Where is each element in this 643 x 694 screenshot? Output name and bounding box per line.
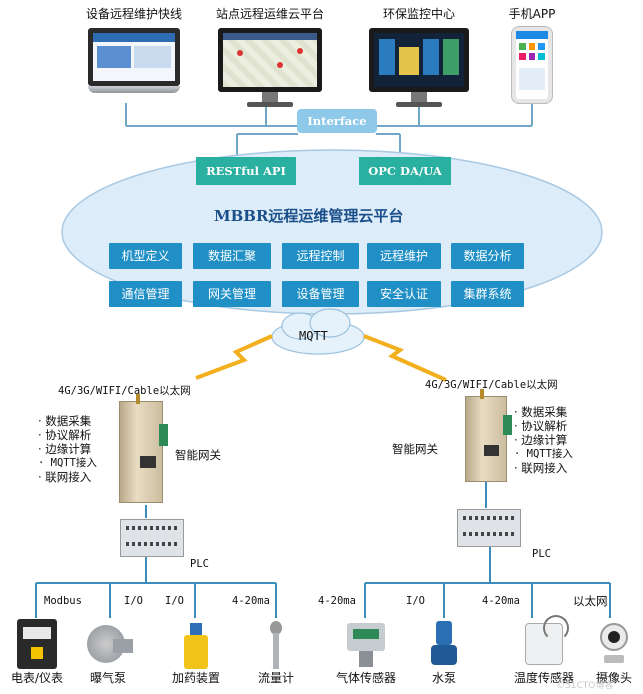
device-label: 水泵 bbox=[431, 671, 456, 685]
restful-api-box: RESTful API bbox=[196, 157, 296, 185]
dosing-device: 加药装置 bbox=[165, 619, 227, 686]
phone-icon bbox=[512, 27, 552, 103]
monitor-scada-icon bbox=[369, 28, 469, 92]
left-gateway-features: · 数据采集 · 协议解析 · 边缘计算 · MQTT接入 · 联网接入 bbox=[38, 414, 97, 484]
right-plc-icon bbox=[457, 509, 521, 547]
meter-device: 电表/仪表 bbox=[4, 619, 70, 686]
blower-device: 曝气泵 bbox=[78, 619, 138, 686]
module-security-auth: 安全认证 bbox=[367, 281, 441, 307]
camera-icon bbox=[594, 619, 634, 669]
left-protocol-io-1: I/O bbox=[124, 595, 143, 607]
device-label: 气体传感器 bbox=[335, 671, 396, 685]
module-gateway-management: 网关管理 bbox=[193, 281, 271, 307]
temp-sensor-icon bbox=[521, 615, 569, 669]
left-network-label: 4G/3G/WIFI/Cable以太网 bbox=[58, 385, 191, 397]
mqtt-label: MQTT bbox=[299, 329, 328, 343]
right-protocol-4-20ma-2: 4-20ma bbox=[482, 595, 520, 607]
right-gateway-label: 智能网关 bbox=[392, 442, 438, 456]
blower-icon bbox=[83, 619, 133, 669]
module-device-management: 设备管理 bbox=[282, 281, 359, 307]
right-protocol-4-20ma-1: 4-20ma bbox=[318, 595, 356, 607]
module-model-definition: 机型定义 bbox=[109, 243, 182, 269]
laptop-icon bbox=[88, 28, 180, 86]
client-label: 站点远程运维云平台 bbox=[215, 7, 324, 21]
device-label: 加药装置 bbox=[171, 671, 220, 685]
watermark: ©51CTO博客 bbox=[556, 681, 614, 691]
device-label: 电表/仪表 bbox=[10, 671, 64, 685]
module-data-analysis: 数据分析 bbox=[451, 243, 524, 269]
interface-box: Interface bbox=[297, 109, 377, 133]
right-plc-label: PLC bbox=[532, 548, 551, 560]
right-gateway-features: · 数据采集 · 协议解析 · 边缘计算 · MQTT接入 · 联网接入 bbox=[514, 405, 573, 475]
module-cluster-system: 集群系统 bbox=[451, 281, 524, 307]
left-protocol-modbus: Modbus bbox=[44, 595, 82, 607]
device-label: 温度传感器 bbox=[513, 671, 574, 685]
module-remote-maintenance: 远程维护 bbox=[367, 243, 441, 269]
pump-icon bbox=[427, 619, 461, 669]
opc-api-box: OPC DA/UA bbox=[359, 157, 451, 185]
left-plc-icon bbox=[120, 519, 184, 557]
gas-sensor-icon bbox=[345, 619, 387, 669]
pump-device: 水泵 bbox=[418, 619, 470, 686]
module-remote-control: 远程控制 bbox=[282, 243, 359, 269]
client-env-monitor: 环保监控中心 bbox=[369, 5, 469, 107]
client-label: 环保监控中心 bbox=[382, 7, 455, 21]
right-protocol-io: I/O bbox=[406, 595, 425, 607]
flowmeter-device: 流量计 bbox=[250, 619, 302, 686]
client-label: 设备远程维护快线 bbox=[85, 7, 182, 21]
module-data-aggregation: 数据汇聚 bbox=[193, 243, 271, 269]
module-comm-management: 通信管理 bbox=[109, 281, 182, 307]
right-protocol-ethernet: 以太网 bbox=[573, 594, 608, 608]
left-plc-label: PLC bbox=[190, 558, 209, 570]
left-protocol-4-20ma: 4-20ma bbox=[232, 595, 270, 607]
right-network-label: 4G/3G/WIFI/Cable以太网 bbox=[425, 379, 558, 391]
temp-sensor-device: 温度传感器 bbox=[508, 615, 580, 686]
monitor-map-icon bbox=[218, 28, 322, 92]
client-platform-monitor: 站点远程运维云平台 bbox=[213, 5, 327, 107]
flowmeter-icon bbox=[261, 619, 291, 669]
dosing-icon bbox=[181, 619, 211, 669]
left-gateway-label: 智能网关 bbox=[175, 448, 221, 462]
client-mobile-app: 手机APP bbox=[500, 5, 564, 103]
client-maintenance-laptop: 设备远程维护快线 bbox=[84, 5, 184, 93]
platform-title: MBBR远程运维管理云平台 bbox=[214, 207, 404, 225]
left-gateway-icon bbox=[119, 394, 168, 503]
right-gateway-icon bbox=[465, 389, 512, 482]
device-label: 曝气泵 bbox=[89, 671, 126, 685]
device-label: 流量计 bbox=[257, 671, 294, 685]
gas-sensor-device: 气体传感器 bbox=[330, 619, 402, 686]
meter-icon bbox=[17, 619, 57, 669]
left-protocol-io-2: I/O bbox=[165, 595, 184, 607]
client-label: 手机APP bbox=[508, 7, 556, 21]
device-label: 摄像头 bbox=[595, 671, 632, 685]
camera-device: 摄像头 bbox=[588, 619, 640, 686]
